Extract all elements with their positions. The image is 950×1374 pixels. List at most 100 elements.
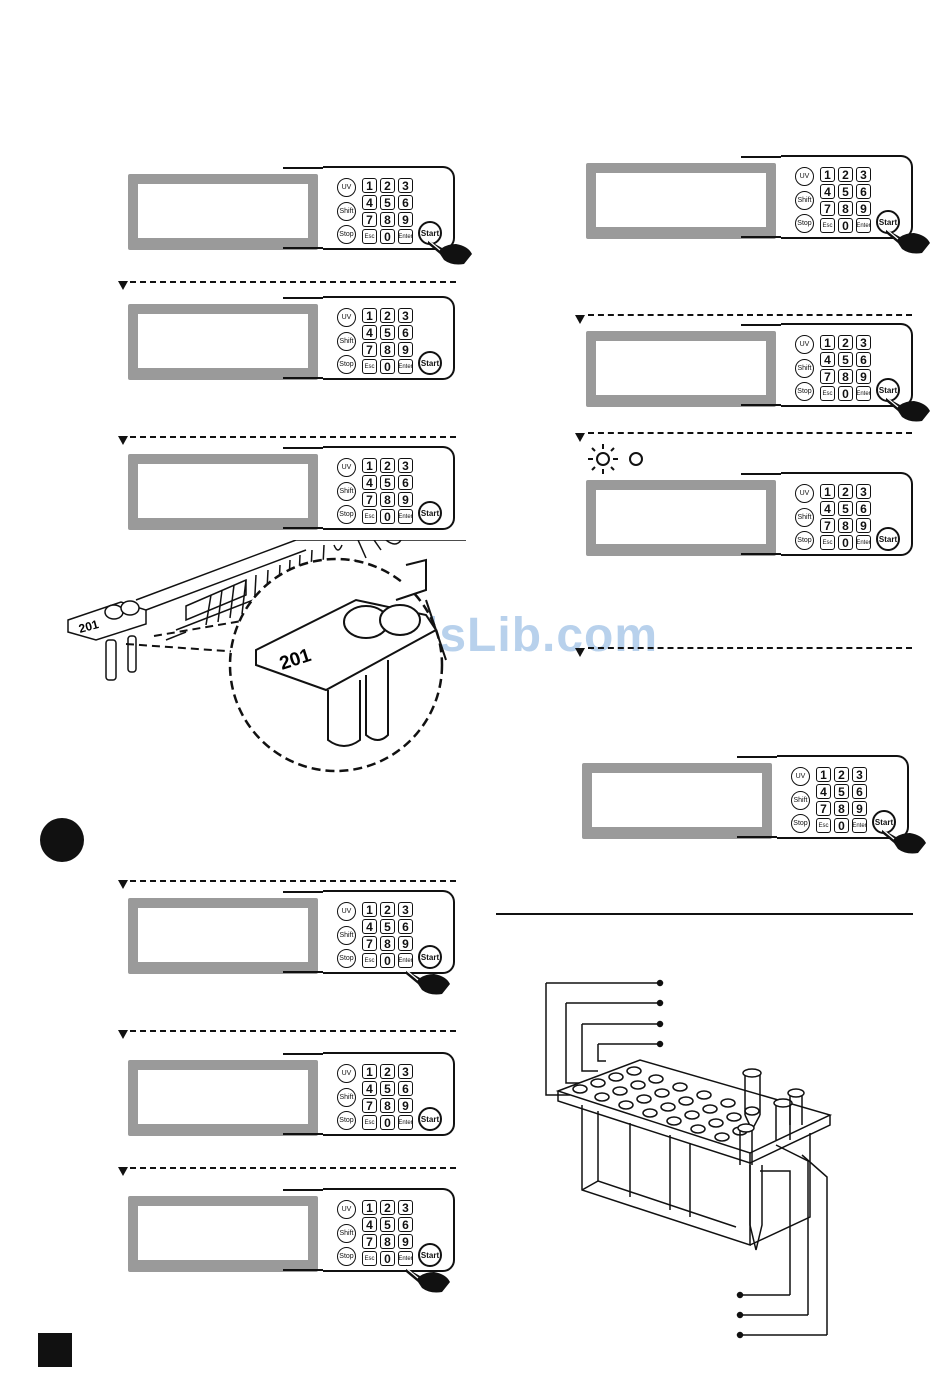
stop-button[interactable]: Stop [795, 382, 814, 401]
digit-key-3[interactable]: 3 [398, 178, 413, 193]
stop-button[interactable]: Stop [791, 814, 810, 833]
digit-key-6[interactable]: 6 [398, 919, 413, 934]
uv-button[interactable]: UV [337, 902, 356, 921]
shift-button[interactable]: Shift [791, 791, 810, 810]
shift-button[interactable]: Shift [337, 1088, 356, 1107]
digit-key-2[interactable]: 2 [380, 178, 395, 193]
digit-key-9[interactable]: 9 [856, 518, 871, 533]
digit-key-1[interactable]: 1 [362, 1064, 377, 1079]
stop-button[interactable]: Stop [337, 1247, 356, 1266]
digit-key-2[interactable]: 2 [834, 767, 849, 782]
digit-key-5[interactable]: 5 [380, 325, 395, 340]
digit-key-3[interactable]: 3 [398, 902, 413, 917]
uv-button[interactable]: UV [337, 1064, 356, 1083]
enter-key[interactable]: Enter [398, 229, 413, 244]
digit-key-0[interactable]: 0 [380, 1115, 395, 1130]
digit-key-0[interactable]: 0 [838, 386, 853, 401]
digit-key-9[interactable]: 9 [856, 369, 871, 384]
digit-key-2[interactable]: 2 [380, 1200, 395, 1215]
esc-key[interactable]: Esc [362, 359, 377, 374]
shift-button[interactable]: Shift [337, 332, 356, 351]
enter-key[interactable]: Enter [398, 1115, 413, 1130]
enter-key[interactable]: Enter [852, 818, 867, 833]
esc-key[interactable]: Esc [820, 218, 835, 233]
uv-button[interactable]: UV [337, 1200, 356, 1219]
digit-key-5[interactable]: 5 [380, 1217, 395, 1232]
esc-key[interactable]: Esc [820, 386, 835, 401]
enter-key[interactable]: Enter [398, 1251, 413, 1266]
esc-key[interactable]: Esc [820, 535, 835, 550]
digit-key-5[interactable]: 5 [838, 184, 853, 199]
digit-key-4[interactable]: 4 [362, 1081, 377, 1096]
digit-key-3[interactable]: 3 [398, 308, 413, 323]
stop-button[interactable]: Stop [337, 949, 356, 968]
digit-key-4[interactable]: 4 [820, 501, 835, 516]
digit-key-4[interactable]: 4 [362, 919, 377, 934]
stop-button[interactable]: Stop [337, 225, 356, 244]
digit-key-3[interactable]: 3 [398, 1200, 413, 1215]
digit-key-1[interactable]: 1 [362, 902, 377, 917]
uv-button[interactable]: UV [337, 178, 356, 197]
stop-button[interactable]: Stop [337, 1111, 356, 1130]
esc-key[interactable]: Esc [816, 818, 831, 833]
digit-key-2[interactable]: 2 [380, 902, 395, 917]
digit-key-1[interactable]: 1 [362, 1200, 377, 1215]
enter-key[interactable]: Enter [398, 953, 413, 968]
digit-key-7[interactable]: 7 [362, 342, 377, 357]
digit-key-3[interactable]: 3 [856, 167, 871, 182]
stop-button[interactable]: Stop [337, 505, 356, 524]
digit-key-1[interactable]: 1 [362, 458, 377, 473]
stop-button[interactable]: Stop [337, 355, 356, 374]
start-button[interactable]: Start [418, 1107, 442, 1131]
digit-key-8[interactable]: 8 [380, 936, 395, 951]
digit-key-7[interactable]: 7 [362, 492, 377, 507]
digit-key-7[interactable]: 7 [362, 212, 377, 227]
digit-key-9[interactable]: 9 [398, 1234, 413, 1249]
digit-key-8[interactable]: 8 [838, 201, 853, 216]
digit-key-1[interactable]: 1 [820, 167, 835, 182]
digit-key-6[interactable]: 6 [398, 1081, 413, 1096]
esc-key[interactable]: Esc [362, 1115, 377, 1130]
digit-key-4[interactable]: 4 [362, 325, 377, 340]
digit-key-2[interactable]: 2 [838, 335, 853, 350]
digit-key-2[interactable]: 2 [380, 308, 395, 323]
shift-button[interactable]: Shift [337, 1224, 356, 1243]
stop-button[interactable]: Stop [795, 214, 814, 233]
shift-button[interactable]: Shift [337, 202, 356, 221]
shift-button[interactable]: Shift [337, 482, 356, 501]
digit-key-8[interactable]: 8 [380, 1098, 395, 1113]
esc-key[interactable]: Esc [362, 229, 377, 244]
digit-key-5[interactable]: 5 [380, 919, 395, 934]
digit-key-1[interactable]: 1 [820, 484, 835, 499]
digit-key-5[interactable]: 5 [380, 1081, 395, 1096]
enter-key[interactable]: Enter [398, 359, 413, 374]
digit-key-9[interactable]: 9 [852, 801, 867, 816]
digit-key-8[interactable]: 8 [380, 212, 395, 227]
digit-key-9[interactable]: 9 [398, 212, 413, 227]
digit-key-7[interactable]: 7 [362, 936, 377, 951]
esc-key[interactable]: Esc [362, 953, 377, 968]
digit-key-6[interactable]: 6 [398, 1217, 413, 1232]
start-button[interactable]: Start [418, 1243, 442, 1267]
digit-key-2[interactable]: 2 [380, 1064, 395, 1079]
digit-key-9[interactable]: 9 [856, 201, 871, 216]
shift-button[interactable]: Shift [337, 926, 356, 945]
enter-key[interactable]: Enter [398, 509, 413, 524]
digit-key-4[interactable]: 4 [362, 195, 377, 210]
uv-button[interactable]: UV [791, 767, 810, 786]
digit-key-8[interactable]: 8 [834, 801, 849, 816]
digit-key-0[interactable]: 0 [380, 359, 395, 374]
digit-key-1[interactable]: 1 [362, 308, 377, 323]
digit-key-0[interactable]: 0 [838, 535, 853, 550]
digit-key-0[interactable]: 0 [380, 1251, 395, 1266]
digit-key-9[interactable]: 9 [398, 492, 413, 507]
start-button[interactable]: Start [876, 378, 900, 402]
start-button[interactable]: Start [418, 351, 442, 375]
esc-key[interactable]: Esc [362, 1251, 377, 1266]
digit-key-9[interactable]: 9 [398, 1098, 413, 1113]
shift-button[interactable]: Shift [795, 191, 814, 210]
esc-key[interactable]: Esc [362, 509, 377, 524]
digit-key-6[interactable]: 6 [398, 475, 413, 490]
shift-button[interactable]: Shift [795, 359, 814, 378]
digit-key-7[interactable]: 7 [816, 801, 831, 816]
